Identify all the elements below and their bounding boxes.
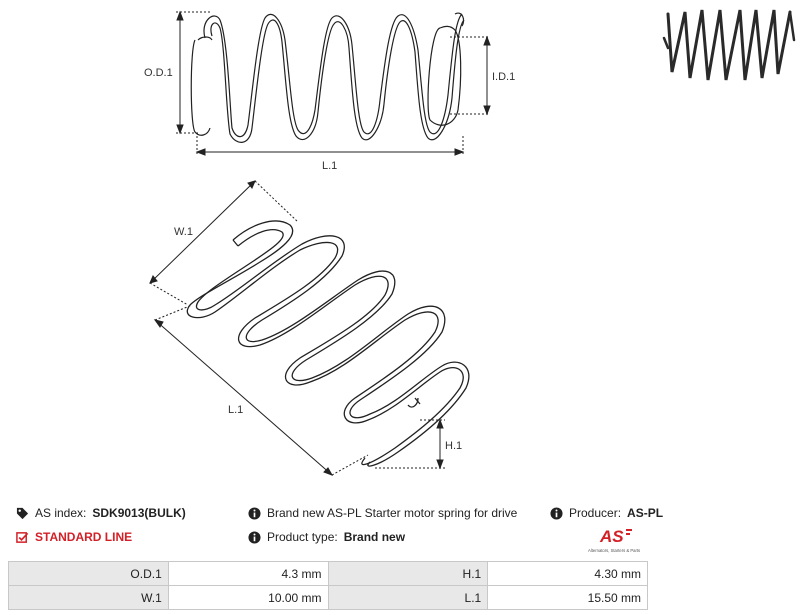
as-index-value: SDK9013(BULK) [92,506,186,520]
info-icon [248,506,261,520]
standard-line-text: STANDARD LINE [35,530,133,544]
spring-technical-drawing: O.D.1 I.D.1 L.1 W.1 L.1 H.1 [144,9,796,476]
height-dimension-label: H.1 [445,440,462,452]
info-icon [550,506,563,520]
spec-label: H.1 [327,561,489,586]
checkbox-checked-icon [16,531,29,543]
as-pl-logo: AS Alternators, Starters & Parts [588,527,640,553]
product-type: Product type: Brand new [248,530,405,544]
as-index-label: AS index: [35,506,87,520]
specs-table: O.D.1 4.3 mm H.1 4.30 mm W.1 10.00 mm L.… [8,561,648,610]
product-description: Brand new AS-PL Starter motor spring for… [248,506,517,520]
logo-text: AS [599,527,624,546]
spring-product-photo [662,9,796,81]
producer-value: AS-PL [627,506,664,520]
product-info: AS index: SDK9013(BULK) STANDARD LINE Br… [0,500,800,560]
length-dimension-label: L.1 [322,160,337,172]
logo-tagline: Alternators, Starters & Parts [588,548,640,553]
spec-label: W.1 [8,585,169,610]
spec-label: L.1 [327,585,489,610]
od-dimension-label: O.D.1 [144,67,173,79]
description-text: Brand new AS-PL Starter motor spring for… [267,506,518,520]
info-icon [248,530,261,544]
isometric-dimensions [149,180,445,476]
standard-line-badge: STANDARD LINE [16,530,132,544]
product-type-label: Product type: [267,530,338,544]
side-view-dimensions [176,10,491,156]
spec-value: 4.3 mm [167,561,329,586]
side-view-spring [190,12,465,143]
width-dimension-label: W.1 [174,226,193,238]
isometric-spring [186,220,470,467]
spec-value: 15.50 mm [487,585,648,610]
table-row: W.1 10.00 mm L.1 15.50 mm [8,585,648,610]
id-dimension-label: I.D.1 [492,71,515,83]
spec-value: 4.30 mm [487,561,648,586]
iso-length-dimension-label: L.1 [228,404,243,416]
producer: Producer: AS-PL [550,506,663,520]
producer-label: Producer: [569,506,622,520]
tag-icon [16,507,29,519]
as-index: AS index: SDK9013(BULK) [16,506,186,520]
table-row: O.D.1 4.3 mm H.1 4.30 mm [8,561,648,586]
product-type-value: Brand new [343,530,406,544]
spec-label: O.D.1 [8,561,169,586]
spec-value: 10.00 mm [167,585,329,610]
